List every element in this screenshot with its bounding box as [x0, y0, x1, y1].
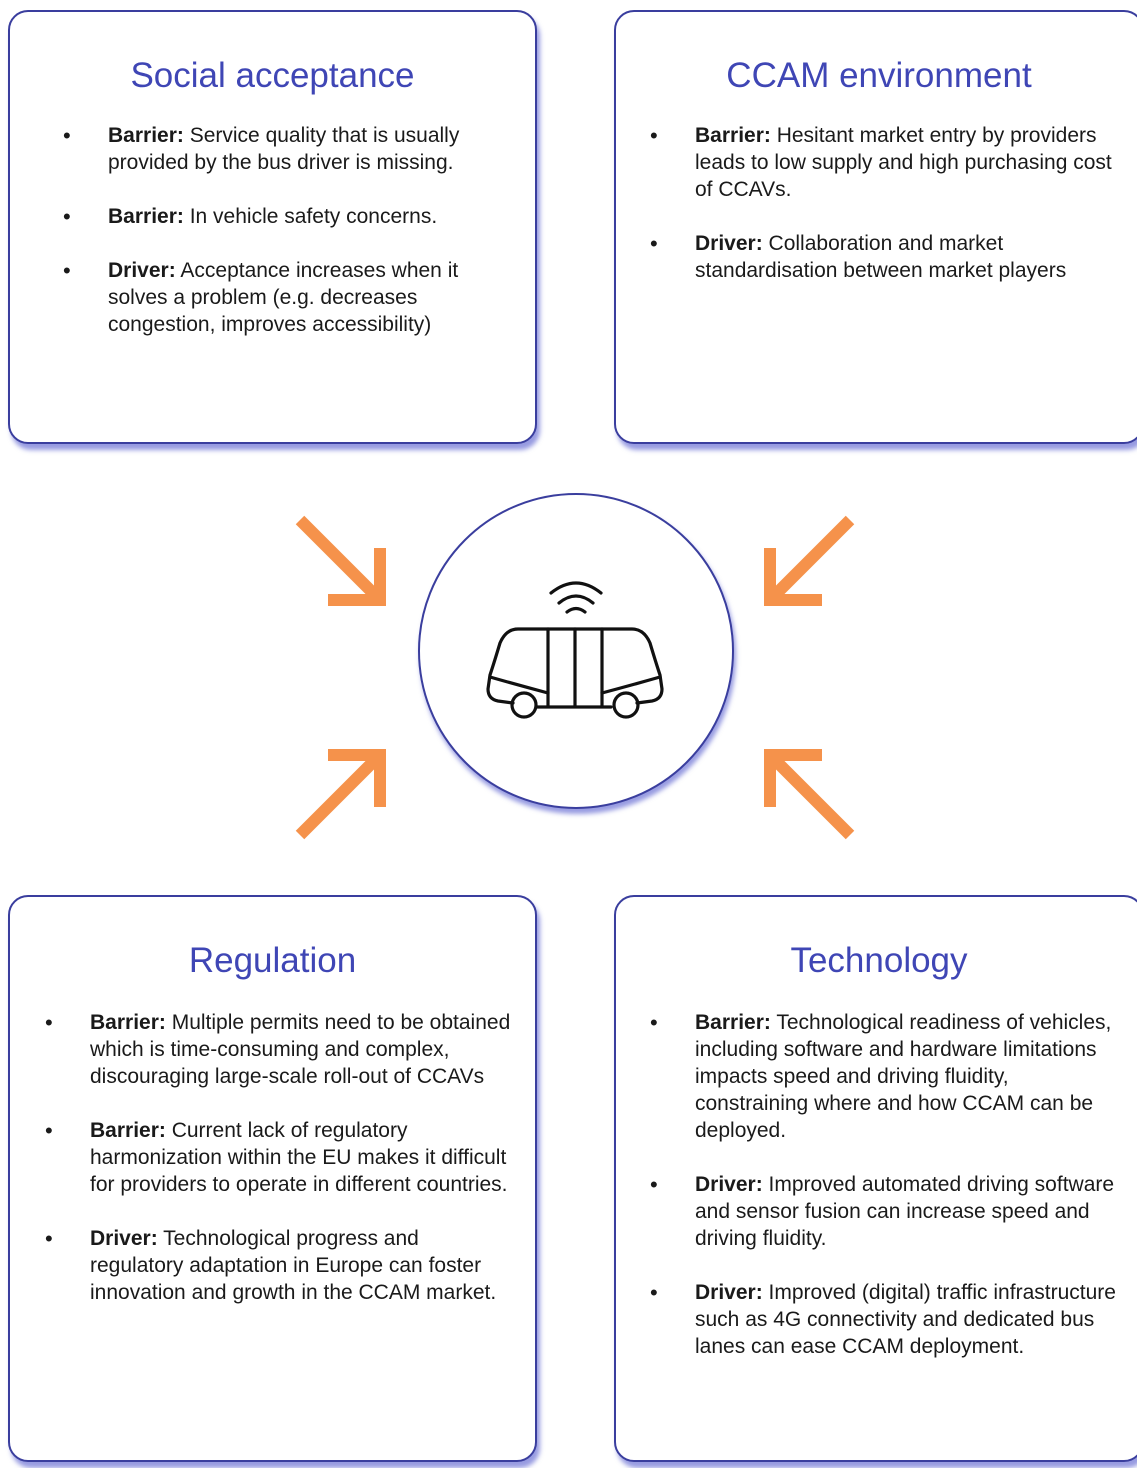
item-text: Improved automated driving software and … — [695, 1173, 1115, 1250]
item-text: Service quality that is usually provided… — [108, 124, 460, 174]
list-item: • Barrier: Multiple permits need to be ob… — [45, 1009, 515, 1090]
item-list: • Barrier: Technological readiness of veh… — [650, 1009, 1125, 1387]
card-social-acceptance: Social acceptance • Barrier: Service qual… — [8, 10, 537, 444]
arrow-down-left-icon — [764, 515, 855, 606]
card-technology: Technology • Barrier: Technological readi… — [614, 895, 1137, 1462]
arrow-up-left-icon — [764, 749, 855, 840]
bullet: • — [63, 258, 71, 283]
item-list: • Barrier: Service quality that is usuall… — [63, 122, 508, 365]
item-text: Hesitant market entry by providers leads… — [695, 124, 1112, 201]
arrow-up-right-icon — [295, 749, 386, 840]
list-item: • Driver: Improved automated driving soft… — [650, 1171, 1125, 1252]
item-text: Collaboration and market standardisation… — [695, 232, 1067, 282]
list-item: • Driver: Technological progress and regu… — [45, 1225, 515, 1306]
bullet: • — [63, 204, 71, 229]
list-item: • Barrier: Service quality that is usuall… — [63, 122, 508, 176]
item-keyword: Driver: — [108, 259, 176, 282]
bullet: • — [650, 231, 658, 256]
list-item: • Driver: Acceptance increases when it so… — [63, 257, 508, 338]
bullet: • — [45, 1226, 53, 1251]
card-title: Technology — [790, 941, 968, 980]
item-text: Improved (digital) traffic infrastructur… — [695, 1281, 1116, 1358]
autonomous-bus-icon — [486, 581, 664, 719]
card-title: CCAM environment — [726, 56, 1032, 95]
item-keyword: Driver: — [90, 1227, 158, 1250]
item-keyword: Barrier: — [108, 205, 184, 228]
card-title: Social acceptance — [130, 56, 415, 95]
bullet: • — [650, 1280, 658, 1305]
bullet: • — [45, 1010, 53, 1035]
item-keyword: Barrier: — [90, 1119, 166, 1142]
item-list: • Barrier: Multiple permits need to be ob… — [45, 1009, 515, 1333]
center-circle — [418, 493, 734, 809]
bullet: • — [63, 123, 71, 148]
arrow-down-right-icon — [295, 515, 386, 606]
item-keyword: Driver: — [695, 232, 763, 255]
item-keyword: Barrier: — [108, 124, 184, 147]
card-regulation: Regulation • Barrier: Multiple permits ne… — [8, 895, 537, 1462]
item-keyword: Barrier: — [695, 1011, 771, 1034]
bullet: • — [45, 1118, 53, 1143]
list-item: • Barrier: In vehicle safety concerns. — [63, 203, 508, 230]
item-keyword: Driver: — [695, 1173, 763, 1196]
card-ccam-environment: CCAM environment • Barrier: Hesitant mark… — [614, 10, 1137, 444]
bullet: • — [650, 123, 658, 148]
list-item: • Barrier: Hesitant market entry by provi… — [650, 122, 1125, 203]
item-text: In vehicle safety concerns. — [183, 205, 438, 228]
item-list: • Barrier: Hesitant market entry by provi… — [650, 122, 1125, 311]
bullet: • — [650, 1010, 658, 1035]
list-item: • Barrier: Current lack of regulatory har… — [45, 1117, 515, 1198]
list-item: • Barrier: Technological readiness of veh… — [650, 1009, 1125, 1144]
item-keyword: Barrier: — [695, 124, 771, 147]
item-text: Technological readiness of vehicles, inc… — [695, 1011, 1112, 1142]
item-text: Acceptance increases when it solves a pr… — [108, 259, 459, 336]
item-keyword: Driver: — [695, 1281, 763, 1304]
list-item: • Driver: Improved (digital) traffic infr… — [650, 1279, 1125, 1360]
card-title: Regulation — [188, 941, 357, 980]
item-text: Current lack of regulatory harmonization… — [90, 1119, 508, 1196]
list-item: • Driver: Collaboration and market standa… — [650, 230, 1125, 284]
item-keyword: Barrier: — [90, 1011, 166, 1034]
item-text: Multiple permits need to be obtained whi… — [90, 1011, 511, 1088]
item-text: Technological progress and regulatory ad… — [90, 1227, 497, 1304]
bullet: • — [650, 1172, 658, 1197]
